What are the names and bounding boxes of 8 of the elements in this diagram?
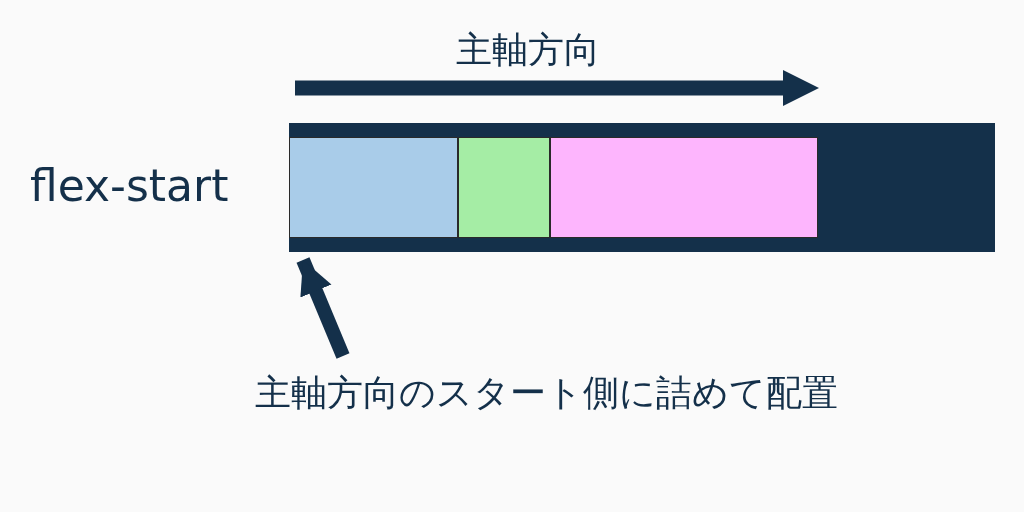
value-label: flex-start [30,160,229,213]
flex-container [289,123,995,252]
arrow [296,257,350,359]
flex-item [458,137,550,238]
annotation-text: 主軸方向のスタート側に詰めて配置 [255,368,838,418]
flex-item [550,137,818,238]
direction-label: 主軸方向 [456,28,600,72]
flex-item [289,137,458,238]
